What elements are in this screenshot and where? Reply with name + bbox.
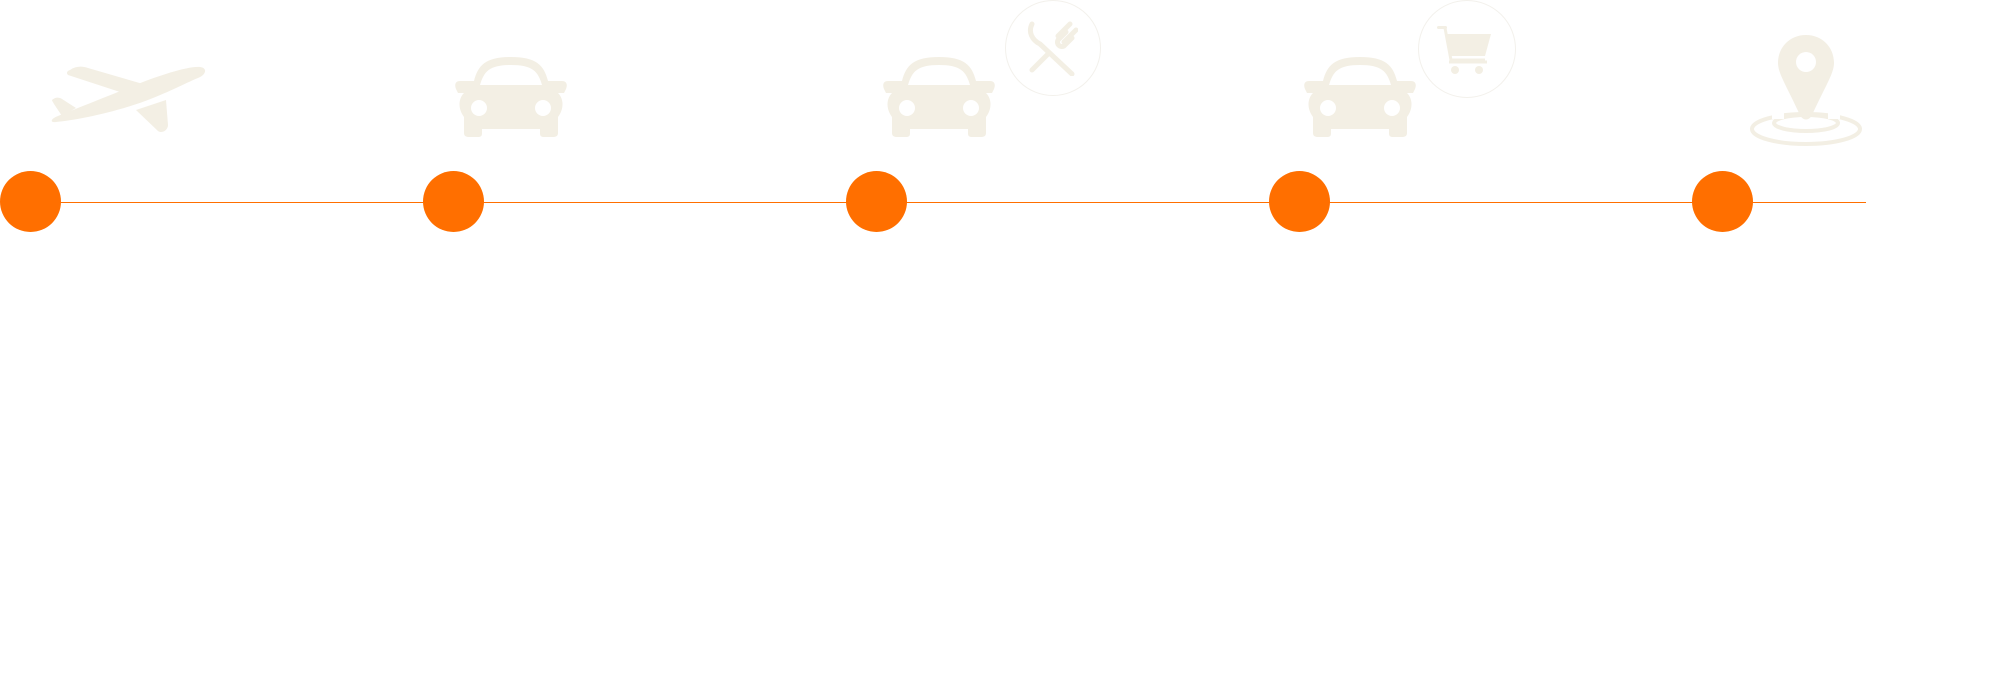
car-icon (880, 55, 998, 139)
timeline-node-5 (1692, 171, 1753, 232)
car-icon (452, 55, 570, 139)
timeline-node-1 (0, 171, 61, 232)
car-icon (1301, 55, 1419, 139)
shopping-cart-icon (1435, 24, 1493, 76)
location-pin-icon (1748, 33, 1864, 148)
badge-halo (1005, 0, 1101, 96)
timeline-line (30, 202, 1866, 203)
fork-knife-icon (1026, 20, 1078, 76)
timeline-node-2 (423, 171, 484, 232)
timeline-node-3 (846, 171, 907, 232)
airplane-icon (48, 60, 206, 150)
timeline-node-4 (1269, 171, 1330, 232)
